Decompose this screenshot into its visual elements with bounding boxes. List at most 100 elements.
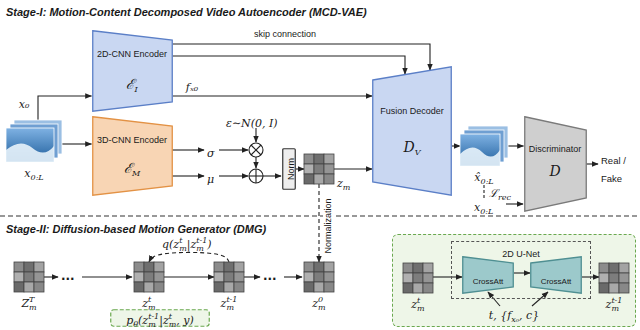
arrow	[506, 203, 523, 204]
math-text: , c}	[519, 309, 539, 322]
grid-cell	[413, 283, 423, 293]
math-text: 0:L	[31, 173, 44, 182]
node-shape	[460, 126, 508, 182]
text-line: zmt-1	[583, 294, 640, 313]
box-shape	[283, 149, 296, 190]
trapezoid-shape	[463, 257, 514, 294]
grid-cell	[224, 262, 234, 272]
label-text: ···	[263, 272, 277, 286]
grid-cell	[224, 282, 234, 292]
connector-arrow	[62, 143, 92, 144]
text-line: Fusion Decoder	[372, 100, 452, 118]
connector-arrow	[173, 44, 431, 70]
math-text: ℰ	[124, 160, 132, 176]
noise-label: ε∼N(0, I)	[226, 113, 278, 131]
arrow	[263, 175, 281, 176]
arrow	[172, 175, 204, 176]
latent-grid: zmt-1	[599, 263, 629, 293]
math-text: m	[611, 304, 619, 313]
text-run: 3D-CNN Encoder	[97, 129, 167, 147]
grid-cell	[314, 282, 324, 292]
math-text: x₀	[511, 315, 519, 324]
math-text: (z	[138, 314, 148, 327]
edge-label: Normalization	[323, 197, 333, 254]
norm-box: Norm	[282, 148, 296, 190]
label-text: ε∼N(0, I)	[226, 117, 278, 130]
text-run: t, {fx₀, c}	[489, 305, 539, 324]
label-text: q(z	[162, 238, 179, 251]
trapezoid-shape	[531, 257, 582, 294]
add-symbol	[255, 169, 256, 183]
text-run: CrossAtt	[541, 270, 572, 288]
grid-cell	[324, 164, 334, 174]
edge-label: fₓ₀	[185, 81, 199, 94]
text-line: zm	[337, 173, 350, 192]
grid-cell	[144, 272, 154, 282]
math-text: θ	[133, 320, 138, 329]
node-text: 3D-CNN Encoder	[97, 135, 167, 145]
grid-cell	[413, 263, 423, 273]
text-run: zm0	[312, 293, 325, 312]
edge-label: x₀	[18, 98, 31, 111]
text-line: zm0	[288, 293, 350, 312]
math-text: z	[337, 177, 343, 190]
math-label: μ	[207, 169, 214, 187]
video-frame	[6, 128, 54, 162]
node-shape	[304, 262, 334, 292]
wave-picture	[460, 147, 500, 166]
text-line: 2D-CNN Encoder	[92, 43, 173, 61]
text-run: ZmT	[21, 293, 36, 312]
grid-cell	[314, 262, 324, 272]
video-frame	[460, 134, 500, 166]
discriminator-block: DiscriminatorD	[524, 116, 587, 212]
ellipsis: ···	[263, 269, 277, 287]
node-shape	[304, 154, 334, 184]
grid-cell	[304, 154, 314, 164]
arrow	[586, 163, 598, 164]
label-text: |z	[187, 238, 197, 251]
multiply-symbol	[251, 145, 261, 155]
connector-arrow	[296, 168, 304, 169]
label-text: ℒ	[489, 187, 498, 200]
multiply-symbol	[251, 145, 261, 155]
math-text: p	[126, 314, 133, 327]
math-text: m	[148, 320, 156, 329]
grid-cell	[214, 282, 224, 292]
math-text: , y)	[176, 314, 194, 327]
connector-arrow	[173, 56, 406, 74]
wave-picture	[6, 143, 54, 162]
text-run: ℰM	[124, 158, 140, 178]
multiply-symbol	[249, 143, 263, 157]
text-run: zmt	[142, 293, 155, 312]
math-text: m	[343, 183, 351, 192]
arrow	[488, 292, 500, 306]
node-shape	[462, 256, 514, 294]
grid-cell	[134, 282, 144, 292]
text-run: Norm	[280, 158, 298, 180]
connector-arrow	[334, 168, 372, 169]
math-label: x0:L	[474, 197, 493, 216]
grid-cell	[34, 272, 44, 282]
label-text: x	[474, 201, 480, 214]
arrow	[255, 157, 256, 168]
text-line: D	[524, 162, 587, 180]
video-frames: x̂0:L	[460, 126, 508, 182]
arrow	[172, 149, 204, 150]
node-text: Norm	[286, 158, 296, 180]
node-shape	[6, 120, 62, 178]
math-text: D	[403, 139, 414, 155]
math-text: x	[24, 167, 30, 180]
connector-arrow	[514, 272, 530, 273]
text-run: 2D U-Net	[502, 243, 540, 261]
edge-label: skip connection	[253, 29, 317, 39]
label-text: Real / Fake	[601, 155, 626, 184]
text-line: ℰM	[92, 158, 173, 178]
connector-arrow	[318, 184, 319, 262]
text-run: pθ(zmt-1|zmt, y)	[126, 310, 194, 329]
grid-cell	[413, 273, 423, 283]
node-shape	[403, 263, 433, 293]
loss-line	[483, 185, 484, 198]
text-run: zmt-1	[606, 294, 623, 313]
grid-cell	[609, 263, 619, 273]
math-text: T	[29, 295, 37, 304]
